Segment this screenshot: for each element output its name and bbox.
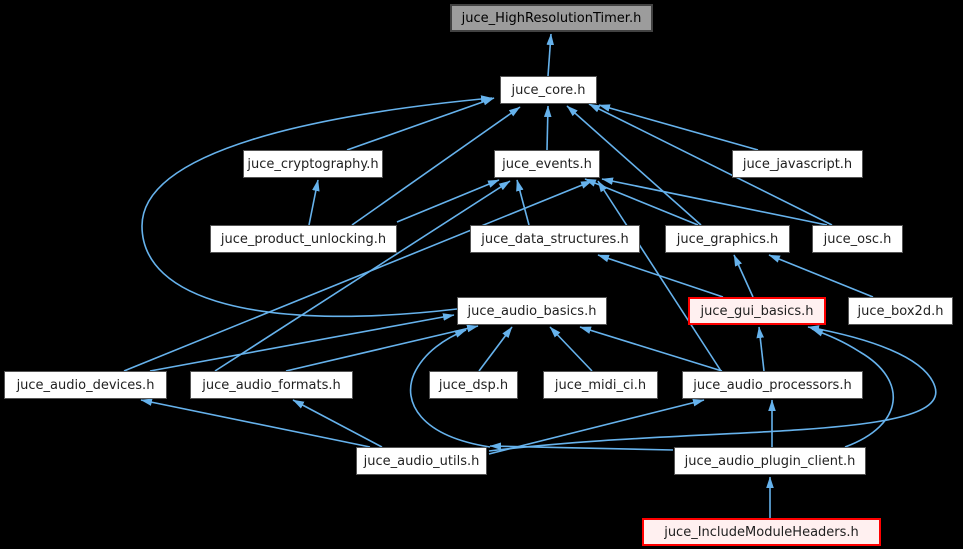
node-audio_utils[interactable]: juce_audio_utils.h bbox=[356, 447, 487, 475]
edge-midi_ci-to-audio_basics bbox=[549, 326, 593, 372]
edge-product_unlocking-to-events bbox=[396, 179, 500, 223]
edge-audio_utils-to-gui_basics bbox=[488, 325, 937, 452]
node-gui_basics[interactable]: juce_gui_basics.h bbox=[688, 297, 826, 325]
node-osc[interactable]: juce_osc.h bbox=[812, 225, 903, 253]
node-dsp[interactable]: juce_dsp.h bbox=[429, 371, 518, 399]
edge-dsp-to-audio_basics bbox=[478, 326, 513, 372]
node-label-high_resolution_timer: juce_HighResolutionTimer.h bbox=[461, 10, 642, 26]
node-label-midi_ci: juce_midi_ci.h bbox=[554, 377, 647, 393]
edge-audio_formats-to-events bbox=[214, 180, 511, 372]
edge-audio_utils-to-audio_processors bbox=[488, 398, 705, 455]
node-label-box2d: juce_box2d.h bbox=[857, 303, 944, 319]
node-box2d[interactable]: juce_box2d.h bbox=[848, 297, 953, 325]
node-include_module_headers[interactable]: juce_IncludeModuleHeaders.h bbox=[642, 518, 881, 546]
edge-product_unlocking-to-core bbox=[351, 106, 521, 226]
node-label-audio_plugin_client: juce_audio_plugin_client.h bbox=[684, 453, 856, 469]
edge-audio_utils-to-audio_basics bbox=[409, 329, 491, 448]
node-audio_basics[interactable]: juce_audio_basics.h bbox=[457, 297, 607, 325]
edge-osc-to-events bbox=[601, 177, 828, 226]
edge-graphics-to-core bbox=[566, 105, 702, 226]
node-label-graphics: juce_graphics.h bbox=[676, 231, 779, 247]
node-label-product_unlocking: juce_product_unlocking.h bbox=[220, 231, 387, 247]
edge-audio_plugin_client-to-gui_basics bbox=[811, 328, 895, 448]
node-data_structures[interactable]: juce_data_structures.h bbox=[470, 225, 640, 253]
edge-audio_formats-to-audio_basics bbox=[285, 324, 479, 372]
node-high_resolution_timer[interactable]: juce_HighResolutionTimer.h bbox=[450, 4, 653, 32]
node-label-cryptography: juce_cryptography.h bbox=[247, 156, 379, 172]
node-audio_formats[interactable]: juce_audio_formats.h bbox=[190, 371, 353, 399]
node-label-audio_basics: juce_audio_basics.h bbox=[467, 303, 597, 319]
edge-box2d-to-graphics bbox=[768, 254, 874, 298]
edge-audio_plugin_client-to-audio_utils bbox=[489, 442, 674, 451]
node-graphics[interactable]: juce_graphics.h bbox=[665, 225, 790, 253]
node-midi_ci[interactable]: juce_midi_ci.h bbox=[543, 371, 658, 399]
node-label-gui_basics: juce_gui_basics.h bbox=[700, 303, 814, 319]
edge-product_unlocking-to-cryptography bbox=[308, 179, 320, 226]
node-label-audio_formats: juce_audio_formats.h bbox=[202, 377, 341, 393]
node-product_unlocking[interactable]: juce_product_unlocking.h bbox=[210, 225, 397, 253]
node-label-audio_devices: juce_audio_devices.h bbox=[16, 377, 155, 393]
edge-gui_basics-to-data_structures bbox=[597, 254, 724, 298]
edge-audio_basics-to-core bbox=[141, 95, 493, 318]
node-audio_processors[interactable]: juce_audio_processors.h bbox=[682, 371, 863, 399]
edge-data_structures-to-events bbox=[516, 179, 530, 226]
node-core[interactable]: juce_core.h bbox=[500, 76, 597, 104]
edge-audio_devices-to-events bbox=[123, 180, 593, 372]
edge-audio_utils-to-audio_devices bbox=[140, 398, 371, 448]
node-label-javascript: juce_javascript.h bbox=[742, 156, 853, 172]
edge-audio_processors-to-audio_basics bbox=[579, 326, 723, 372]
edge-audio_utils-to-audio_formats bbox=[292, 399, 383, 448]
node-audio_plugin_client[interactable]: juce_audio_plugin_client.h bbox=[674, 447, 866, 475]
node-audio_devices[interactable]: juce_audio_devices.h bbox=[4, 371, 167, 399]
node-cryptography[interactable]: juce_cryptography.h bbox=[243, 150, 383, 178]
node-events[interactable]: juce_events.h bbox=[494, 150, 600, 178]
edge-events-to-core bbox=[543, 105, 552, 151]
node-label-data_structures: juce_data_structures.h bbox=[481, 231, 629, 247]
edge-osc-to-core bbox=[588, 103, 833, 226]
edge-gui_basics-to-graphics bbox=[733, 254, 754, 298]
node-label-core: juce_core.h bbox=[511, 82, 586, 98]
node-label-osc: juce_osc.h bbox=[823, 231, 892, 247]
node-label-dsp: juce_dsp.h bbox=[438, 377, 509, 393]
node-javascript[interactable]: juce_javascript.h bbox=[732, 150, 863, 178]
edge-audio_processors-to-gui_basics bbox=[756, 326, 765, 372]
edge-cryptography-to-core bbox=[346, 97, 495, 151]
edge-audio_devices-to-audio_basics bbox=[149, 313, 455, 372]
edge-core-to-high_resolution_timer bbox=[546, 33, 555, 77]
node-label-audio_utils: juce_audio_utils.h bbox=[363, 453, 480, 469]
edge-javascript-to-core bbox=[598, 104, 759, 151]
node-label-audio_processors: juce_audio_processors.h bbox=[693, 377, 852, 393]
node-label-include_module_headers: juce_IncludeModuleHeaders.h bbox=[664, 524, 859, 540]
node-label-events: juce_events.h bbox=[502, 156, 592, 172]
